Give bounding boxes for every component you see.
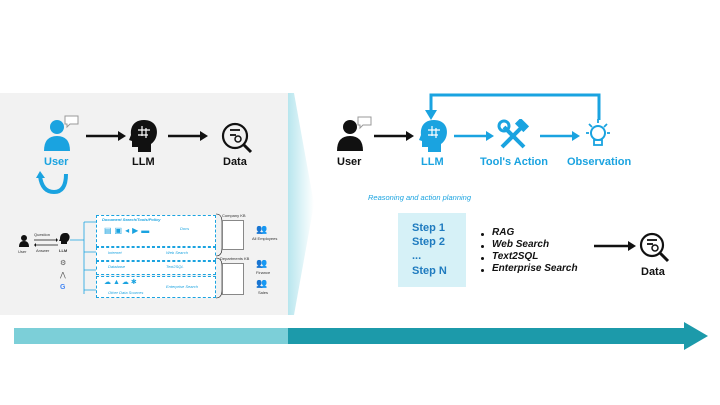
steps-box [398,213,466,287]
step-item: Step 1 [412,222,446,234]
arrow-llm-data [168,131,208,141]
mini-row-internet [96,247,216,261]
arrow-tool-observation [540,131,580,141]
mini-all-employees: All Employees [252,236,278,241]
feedback-loop-arrow [425,93,601,120]
mini-architecture-diagram: User Question Answer LLM ⚙⋀G Document Se… [8,212,290,302]
tool-item: Web Search [492,239,550,250]
right-data-search-icon [639,232,670,263]
mini-departments-kb: Departments KB [220,256,250,261]
arrow-tools-data [594,241,636,251]
mini-brain-icon [59,233,70,244]
hammer-wrench-icon [497,119,530,149]
arrow-llm-tool [454,131,494,141]
bullet-icon [481,257,484,260]
mini-user-label: User [18,249,27,254]
bullet-icon [481,269,484,272]
reasoning-label: Reasoning and action planning [368,193,471,202]
tool-item: Enterprise Search [492,263,578,274]
mini-row3-right: Text2SQL [166,264,184,269]
mini-row2-left: Internet [108,250,122,255]
mini-group-icon-3: 👥 [256,278,268,288]
arrow-right-user-llm [374,131,414,141]
step-item: Step 2 [412,236,446,248]
right-data-label: Data [641,266,665,278]
mini-question-label: Question [34,232,51,237]
right-user-label: User [337,156,362,168]
cycle-arrow-icon [36,171,68,195]
divider-chevron [288,93,314,315]
tool-item: RAG [492,227,515,238]
bullet-icon [481,233,484,236]
mini-row-other [96,276,216,298]
mini-llm-label: LLM [59,248,68,253]
lightbulb-icon [586,119,610,146]
mini-kb-docs-2 [222,263,244,295]
mini-model-logos: ⚙⋀G [60,260,67,291]
mini-answer-label: Answer [36,248,50,253]
mini-group-icon-2: 👥 [256,258,268,268]
mini-finance: Finance [256,270,271,275]
bullet-icon [481,245,484,248]
right-brain-head-icon [419,120,447,152]
arrow-user-llm [86,131,126,141]
mini-row3-left: Database [108,264,126,269]
mini-row4-left: Other Data Sources [108,290,144,295]
step-item: Step N [412,265,447,277]
left-llm-label: LLM [132,156,155,168]
mini-branch-lines [70,221,98,294]
mini-row1-title: Document Search/Tools/Policy [102,217,161,222]
tool-item: Text2SQL [492,251,539,262]
mini-exchange-arrows [34,238,58,247]
mini-company-kb: Company KB [222,213,246,218]
left-user-label: User [44,156,69,168]
mini-row-database [96,261,216,275]
mini-row4-right: Enterprise Search [166,284,199,289]
tool-action-label: Tool's Action [480,156,548,168]
mini-row2-right: Web Search [166,250,188,255]
data-search-icon [221,122,253,154]
step-item: ... [412,250,422,262]
right-speech-bubble-icon [357,116,372,130]
user-icon [44,120,70,151]
mini-doc-icons: ▤▣◂▶▬ [104,226,153,235]
mini-group-icon-1: 👥 [256,224,268,234]
mini-user-icon [19,235,29,247]
timeline-arrow [14,322,708,350]
mini-sales: Sales [258,290,269,295]
mini-kb-docs-1 [222,220,244,250]
right-user-icon [337,120,363,151]
speech-bubble-icon [64,115,79,129]
right-llm-label: LLM [421,156,444,168]
brain-head-icon [129,120,157,152]
left-data-label: Data [223,156,247,168]
observation-label: Observation [567,156,632,168]
mini-row-docs [96,215,216,247]
mini-row1-right: Docs [180,226,190,231]
mini-cloud-icons: ☁▲☁✱ [104,279,139,286]
